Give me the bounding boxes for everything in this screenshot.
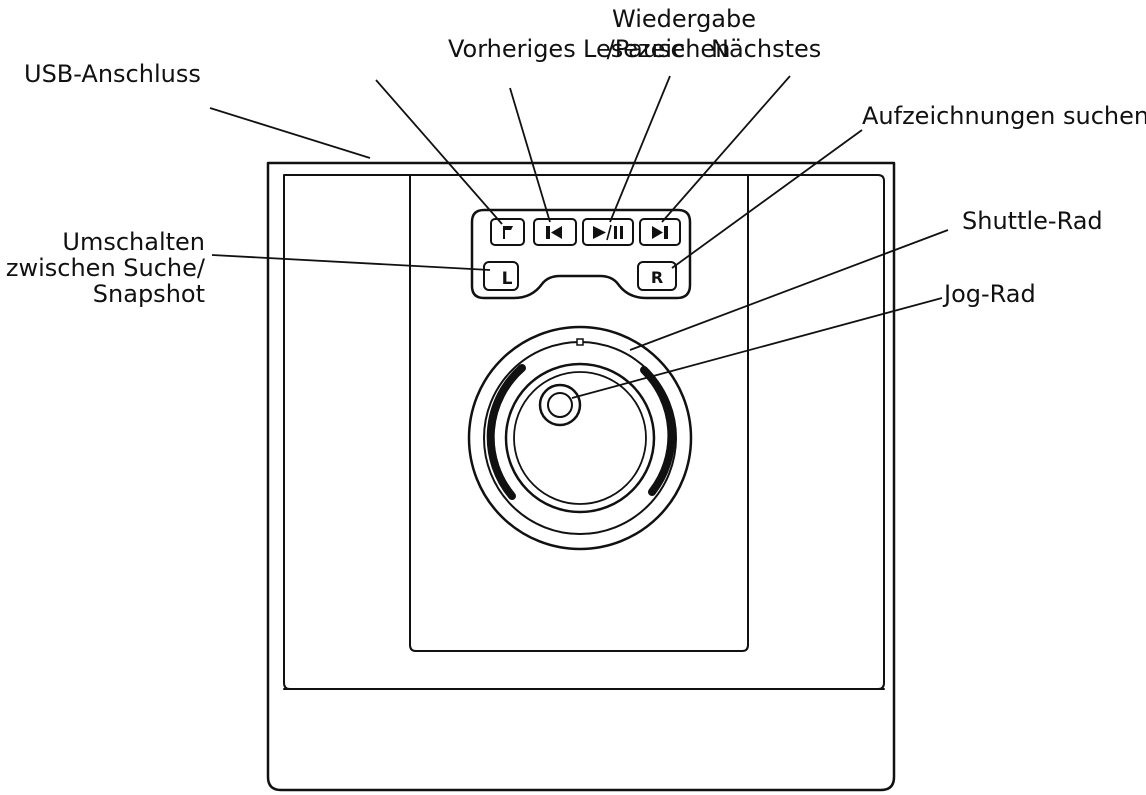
label-jog-wheel: Jog-Rad	[942, 280, 1036, 308]
left-rail	[409, 174, 417, 652]
label-shuttle-wheel: Shuttle-Rad	[962, 207, 1103, 235]
jog-wheel[interactable]	[504, 362, 656, 514]
leader-shuttle	[629, 229, 949, 351]
leader-play-pause	[609, 75, 671, 223]
label-play-pause-line1: Wiedergabe	[612, 5, 756, 33]
leader-next	[661, 75, 791, 223]
key-left[interactable]: L	[483, 261, 519, 291]
device-housing	[266, 161, 896, 792]
label-bookmark: Lesezeichen	[583, 35, 730, 63]
key-right[interactable]: R	[637, 261, 677, 291]
button-cluster-frame	[470, 208, 692, 300]
leader-usb	[209, 107, 371, 159]
key-bookmark[interactable]	[490, 218, 525, 246]
key-play-pause[interactable]	[582, 218, 634, 246]
right-rail	[415, 174, 749, 652]
label-previous: Vorheriges	[448, 35, 576, 63]
label-switch-line2: zwischen Suche/	[6, 254, 206, 282]
label-search-recordings: Aufzeichnungen suchen	[862, 102, 1146, 130]
key-next[interactable]	[639, 218, 681, 246]
leader-jog	[571, 297, 943, 399]
leader-bookmark	[509, 87, 551, 223]
leader-search-recordings	[671, 129, 863, 269]
leader-switch	[211, 254, 491, 271]
label-usb: USB-Anschluss	[24, 60, 201, 88]
key-right-glyph: R	[651, 268, 663, 287]
leader-previous	[375, 79, 503, 225]
key-left-glyph: L	[502, 269, 513, 289]
key-previous[interactable]	[533, 218, 577, 246]
label-next: Nächstes	[711, 35, 821, 63]
label-switch-line1: Umschalten	[62, 228, 205, 256]
label-switch-line3: Snapshot	[93, 280, 205, 308]
label-play-pause-line2: /Pause	[607, 35, 686, 63]
upper-panel	[283, 174, 885, 690]
shuttle-wheel[interactable]	[467, 325, 693, 551]
